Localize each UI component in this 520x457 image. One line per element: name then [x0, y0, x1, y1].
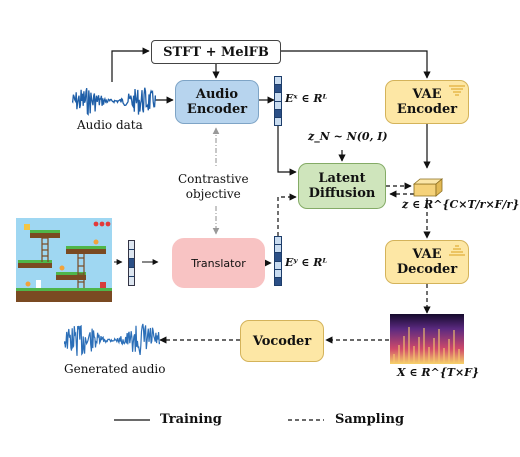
audio-embedding-stack — [274, 76, 282, 126]
legend-sampling: Sampling — [335, 412, 405, 427]
spectrogram-streak — [438, 329, 440, 364]
vae-encoder-block: VAE Encoder — [385, 80, 469, 124]
vae-encoder-triangle-icon — [449, 85, 465, 96]
spectrogram-streak — [403, 336, 405, 364]
spectrogram-streak — [408, 327, 410, 364]
audio-encoder-block: Audio Encoder — [175, 80, 259, 124]
contrastive-objective-label: Contrastive objective — [178, 172, 249, 201]
spectrogram-streak — [413, 346, 415, 364]
input-waveform-icon — [72, 87, 156, 116]
legend-training: Training — [160, 412, 222, 427]
game-feature-stack — [128, 240, 135, 286]
spectrogram-icon — [390, 314, 464, 364]
latent-diffusion-block: Latent Diffusion — [298, 163, 386, 209]
spectrogram-streak — [453, 330, 455, 364]
spectrogram-streak — [418, 337, 420, 364]
spectrogram-streak — [448, 339, 450, 364]
noise-prior-label: z_N ~ N(0, I) — [308, 130, 388, 143]
latent-z-label: z ∈ R^{C×T/r×F/r} — [402, 198, 520, 211]
vae-decoder-triangle-icon — [449, 245, 465, 256]
spectrogram-X-label: X ∈ R^{T×F} — [397, 366, 480, 379]
translator-block: Translator — [172, 238, 265, 288]
vae-decoder-block: VAE Decoder — [385, 240, 469, 284]
latent-cube-icon — [412, 178, 444, 197]
game-screenshot-image — [16, 218, 112, 302]
generated-audio-label: Generated audio — [64, 362, 166, 376]
spectrogram-streak — [443, 348, 445, 364]
text-embedding-stack — [274, 236, 282, 286]
stft-melfb-block: STFT + MelFB — [151, 40, 281, 64]
spectrogram-streak — [423, 328, 425, 364]
audio-embedding-label: Eˣ ∈ Rᴸ — [285, 92, 328, 105]
spectrogram-streak — [398, 345, 400, 364]
spectrogram-streak — [393, 354, 395, 364]
audio-data-label: Audio data — [77, 118, 143, 132]
output-waveform-icon — [64, 323, 160, 356]
vocoder-block: Vocoder — [240, 320, 324, 362]
spectrogram-streak — [433, 338, 435, 364]
spectrogram-streak — [458, 349, 460, 364]
text-embedding-label: Eʸ ∈ Rᴸ — [285, 256, 328, 269]
spectrogram-streak — [428, 347, 430, 364]
